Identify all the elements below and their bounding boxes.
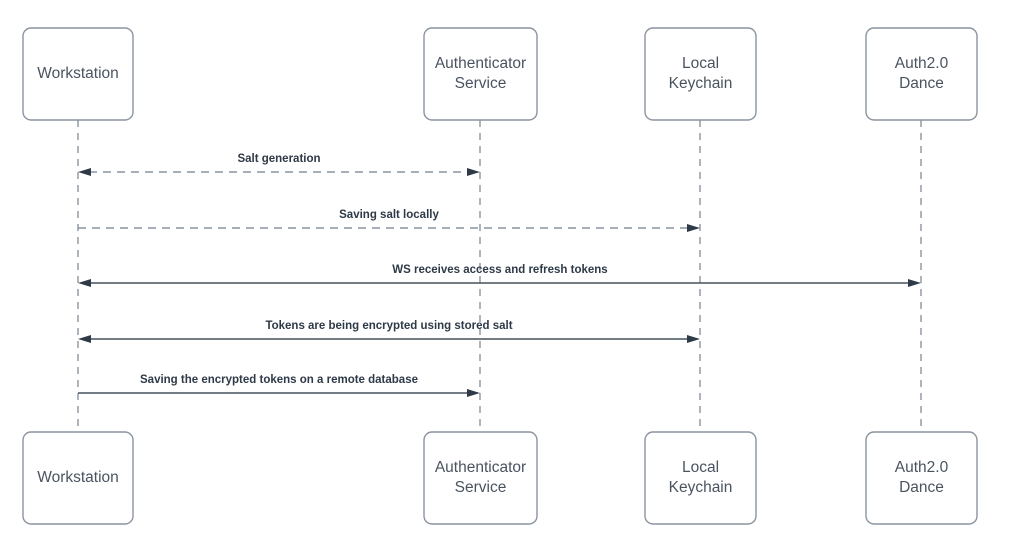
participant-box-shape (865, 27, 978, 121)
participant-label: Dance (899, 75, 944, 92)
participant-label: Local (682, 55, 719, 72)
participant-boxes-layer: WorkstationAuthenticatorServiceLocalKeyc… (22, 27, 978, 525)
arrowhead-left-icon (78, 168, 91, 176)
participant-box-shape (865, 431, 978, 525)
message-saving-encrypted-tokens[interactable]: Saving the encrypted tokens on a remote … (78, 374, 480, 397)
participant-label: Authenticator (435, 55, 526, 72)
arrowhead-left-icon (78, 335, 91, 343)
arrowhead-left-icon (78, 279, 91, 287)
message-label: Tokens are being encrypted using stored … (265, 320, 512, 332)
message-label: Saving the encrypted tokens on a remote … (140, 374, 418, 386)
message-saving-salt-locally[interactable]: Saving salt locally (78, 209, 700, 232)
message-salt-generation[interactable]: Salt generation (78, 153, 480, 176)
participant-box-shape (644, 431, 757, 525)
participant-box-shape (423, 431, 538, 525)
participant-box-shape (22, 27, 134, 121)
arrowhead-right-icon (908, 279, 921, 287)
participant-box-shape (22, 431, 134, 525)
participant-label: Auth2.0 (895, 55, 949, 72)
participant-label: Authenticator (435, 459, 526, 476)
participant-box-shape (423, 27, 538, 121)
message-ws-receives-tokens[interactable]: WS receives access and refresh tokens (78, 264, 921, 287)
message-tokens-encrypted-with-salt[interactable]: Tokens are being encrypted using stored … (78, 320, 700, 343)
participant-box-workstation-top[interactable]: Workstation (22, 27, 134, 121)
message-label: WS receives access and refresh tokens (392, 264, 607, 276)
participant-label: Dance (899, 479, 944, 496)
participant-box-shape (644, 27, 757, 121)
participant-label: Service (455, 75, 507, 92)
participant-label: Local (682, 459, 719, 476)
participant-label: Workstation (37, 469, 119, 486)
participant-label: Keychain (669, 479, 733, 496)
message-label: Saving salt locally (339, 209, 439, 221)
participant-label: Auth2.0 (895, 459, 949, 476)
participant-label: Service (455, 479, 507, 496)
arrowhead-right-icon (467, 389, 480, 397)
participant-box-workstation-bottom[interactable]: Workstation (22, 431, 134, 525)
arrowhead-right-icon (687, 224, 700, 232)
message-label: Salt generation (237, 153, 320, 165)
arrowhead-right-icon (467, 168, 480, 176)
participant-label: Workstation (37, 65, 119, 82)
arrowhead-right-icon (687, 335, 700, 343)
participant-label: Keychain (669, 75, 733, 92)
